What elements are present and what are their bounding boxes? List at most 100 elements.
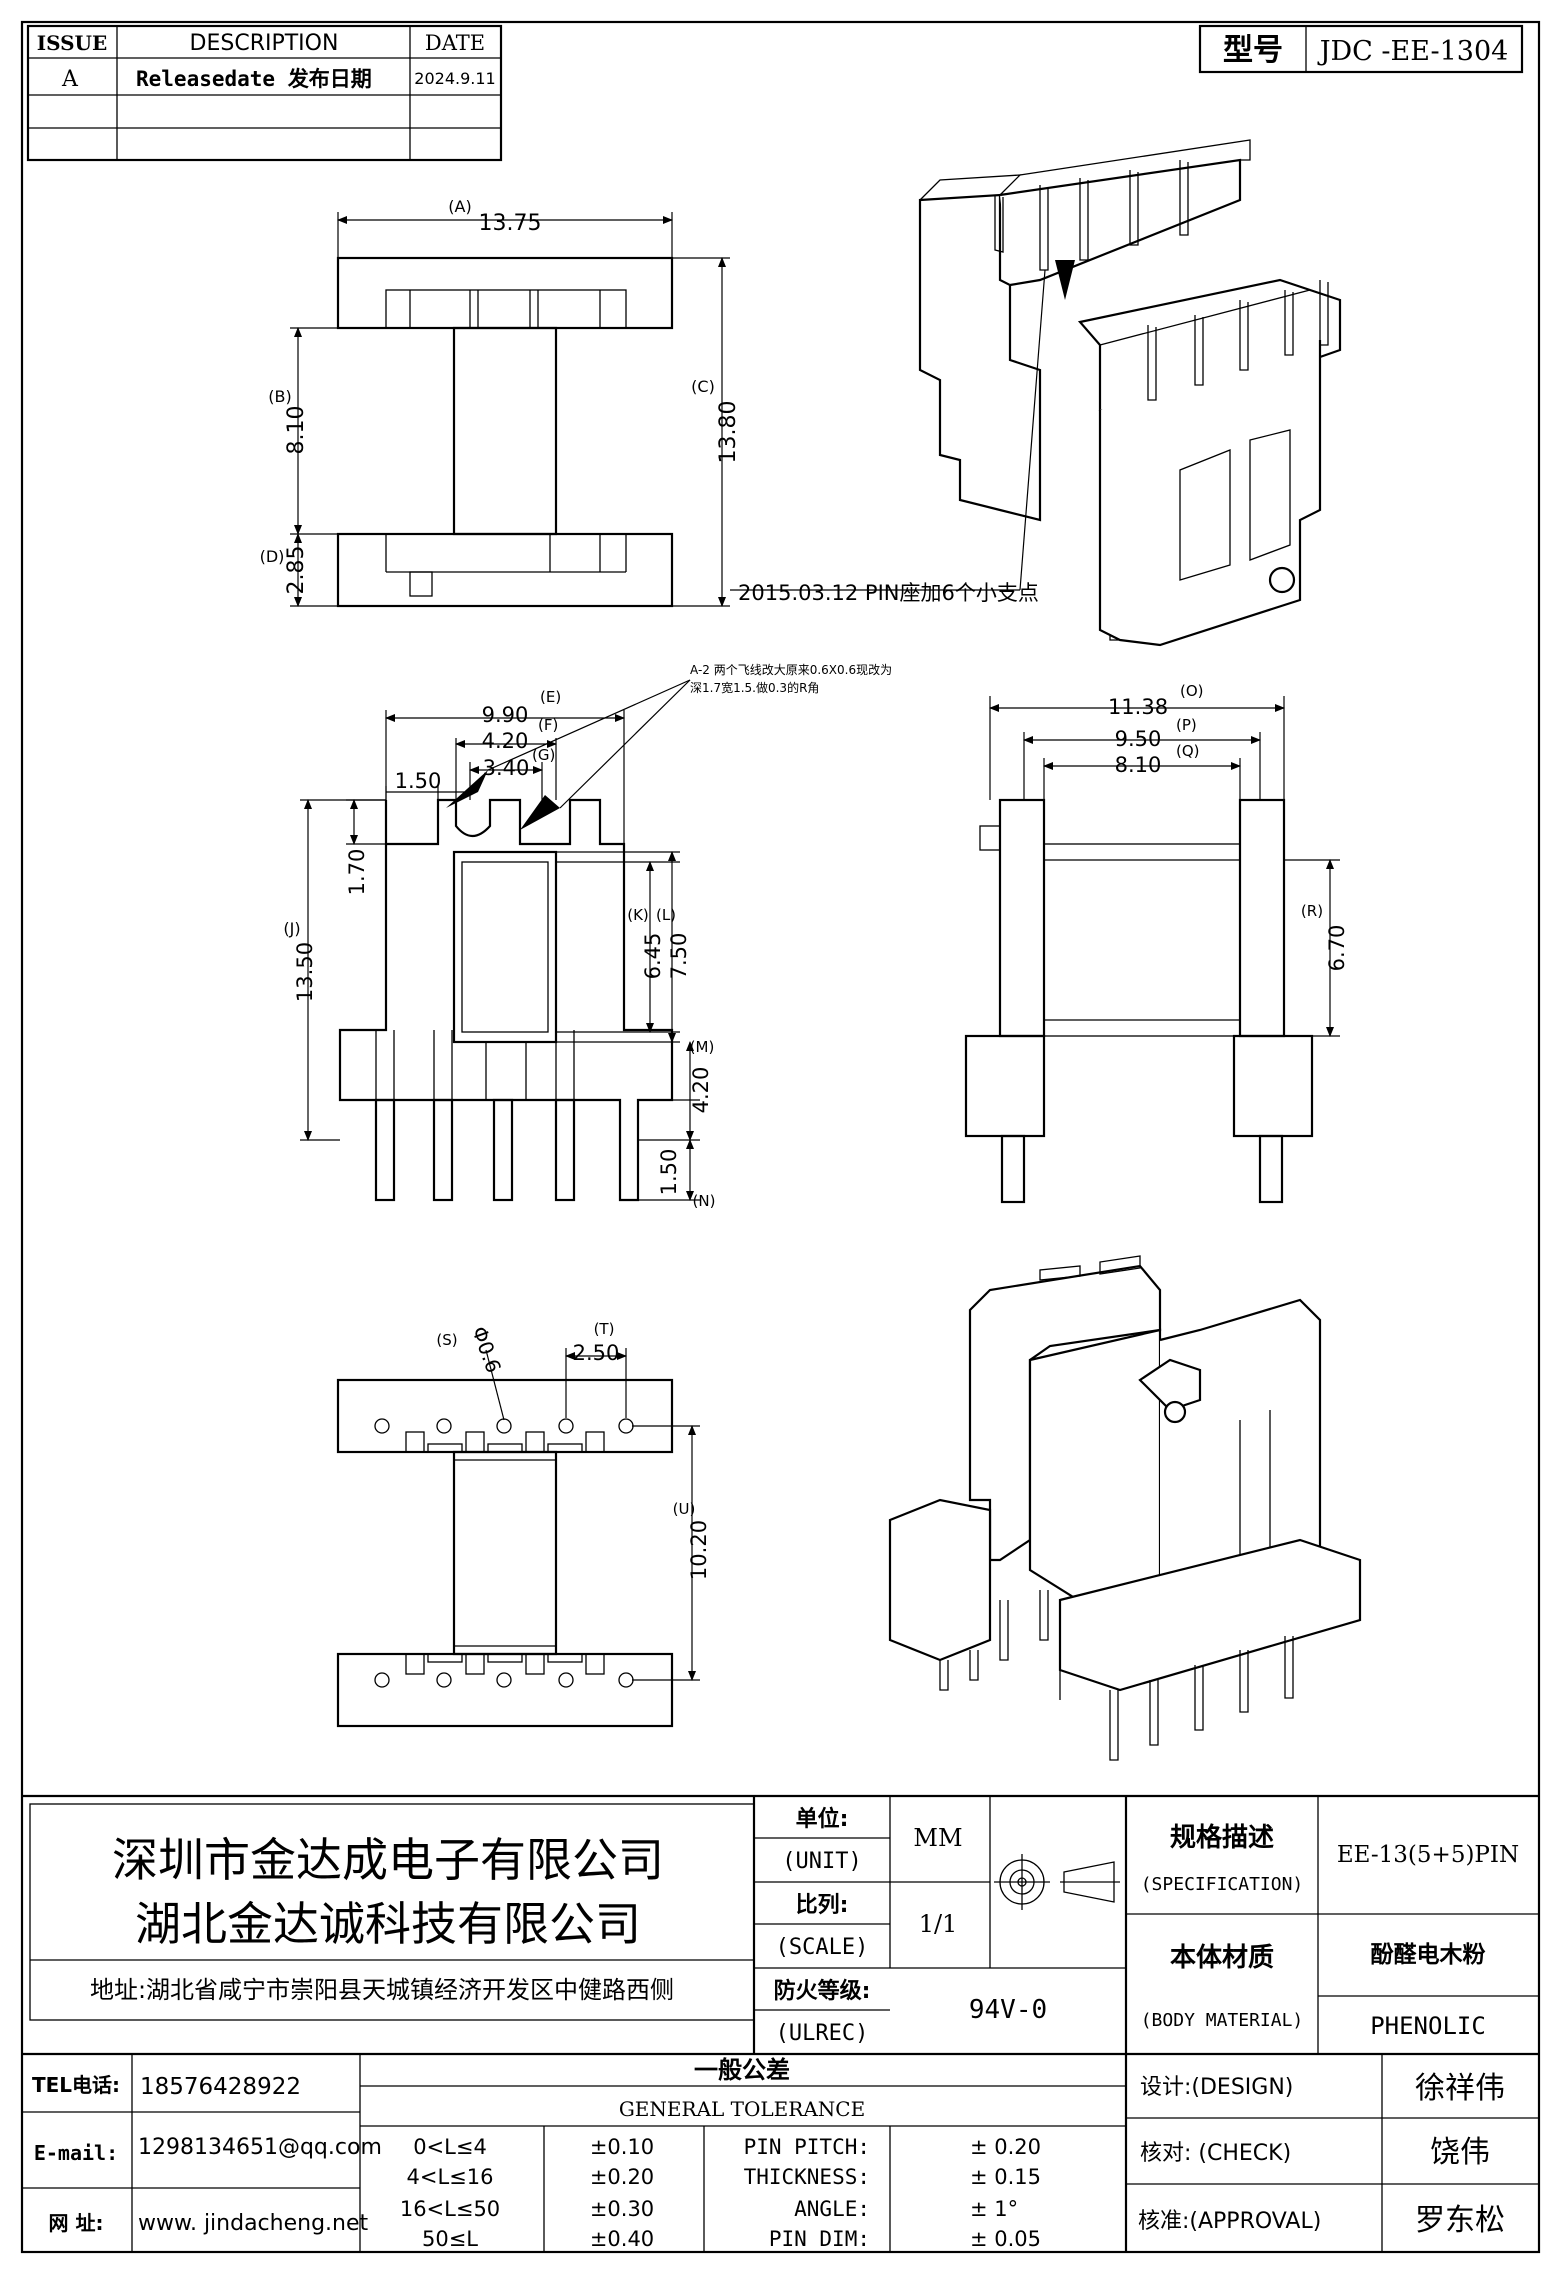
spec-value: EE-13(5+5)PIN [1337,1842,1519,1868]
front-view: A-2 两个飞线改大原来0.6X0.6现改为 深1.7宽1.5.做0.3的R角 … [283,663,892,1210]
pin-item-4: PIN DIM: [769,2227,870,2251]
dim-m-value: 4.20 [689,1067,713,1114]
rev-header-issue: ISSUE [37,31,108,55]
rev-description-a: Releasedate 发布日期 [136,67,372,91]
dim-k-label: (K) [627,906,649,924]
range-row-1: 0<L≤4 [413,2135,487,2159]
material-label-cn: 本体材质 [1170,1943,1274,1973]
dim-g-value: 3.40 [483,756,530,780]
ul-value: 94V-0 [969,1995,1047,2025]
front-note-line2: 深1.7宽1.5.做0.3的R角 [690,680,819,695]
pin-val-3: ± 1° [970,2197,1018,2221]
tol-row-2: ±0.20 [590,2165,654,2189]
dim-d-label: (D) [260,547,285,566]
design-label: 设计:(DESIGN) [1140,2075,1293,2100]
isometric-view-top: 2015.03.12 PIN座加6个小支点 [730,139,1342,647]
tel-label: TEL电话: [32,2073,120,2097]
rev-issue-a: A [61,67,79,92]
dim-u-value: 10.20 [687,1520,711,1580]
unit-label-en: (UNIT) [782,1849,861,1874]
dim-q-value: 8.10 [1115,753,1162,777]
dim-f-label: (F) [538,716,558,734]
dim-n-value: 1.50 [657,1149,681,1196]
tol-row-3: ±0.30 [590,2197,654,2221]
side-view: 11.38 (O) 9.50 (P) 8.10 (Q) (R) 6.70 [964,682,1349,1204]
dim-l-label: (L) [656,906,676,924]
dim-o-value: 11.38 [1108,695,1168,719]
rev-date-a: 2024.9.11 [414,69,495,88]
unit-value: MM [913,1824,962,1852]
isometric-view-bottom [888,1255,1362,1761]
top-view: (A) 13.75 (B) 8.10 (D) 2.85 (C) 13.80 [260,197,741,608]
dim-r-value: 6.70 [1325,925,1349,972]
web-label: 网 址: [49,2211,104,2235]
model-label: 型号 [1223,33,1283,68]
ul-label-en: (ULREC) [776,2021,869,2046]
dim-b-value: 8.10 [284,406,309,455]
pin-val-2: ± 0.15 [970,2165,1041,2189]
dim-j-label: (J) [283,919,300,938]
dim-j-value: 13.50 [293,942,317,1002]
dim-p-value: 9.50 [1115,727,1162,751]
tolerance-title-cn: 一般公差 [694,2056,790,2084]
bottom-view: (S) Φ0.6 2.50 (T) (U) 10.20 [336,1320,711,1728]
pin-val-4: ± 0.05 [970,2227,1041,2251]
scale-label-cn: 比列: [796,1893,849,1918]
dim-n-label: (N) [693,1192,716,1210]
tel-value: 18576428922 [140,2074,301,2100]
email-value: 1298134651@qq.com [138,2135,382,2160]
revision-table: ISSUE DESCRIPTION DATE A Releasedate 发布日… [26,24,503,162]
dim-c-label: (C) [691,377,715,396]
approval-label: 核准:(APPROVAL) [1138,2209,1321,2234]
rev-header-description: DESCRIPTION [190,31,339,56]
dim-s-value: Φ0.6 [467,1323,506,1376]
check-name: 饶伟 [1430,2135,1490,2170]
design-name: 徐祥伟 [1415,2071,1505,2106]
model-box: 型号 JDC -EE-1304 [1198,24,1524,74]
tol-row-4: ±0.40 [590,2227,654,2251]
dim-e-value: 9.90 [482,703,529,727]
dim-l-value: 7.50 [667,933,691,980]
dim-e-label: (E) [540,688,561,706]
dim-u-label: (U) [673,1500,696,1518]
material-value-cn: 酚醛电木粉 [1371,1942,1486,1968]
material-label-en: (BODY MATERIAL) [1141,2010,1304,2031]
dim-k-value: 6.45 [641,933,665,980]
dim-s-label: (S) [436,1331,457,1349]
tolerance-title-en: GENERAL TOLERANCE [619,2097,865,2121]
material-value-en: PHENOLIC [1370,2012,1486,2040]
dim-a-label: (A) [448,197,471,216]
dim-q-label: (Q) [1176,742,1200,760]
dim-m-label: (M) [690,1038,715,1056]
scale-value: 1/1 [919,1910,958,1938]
top-view-note: 2015.03.12 PIN座加6个小支点 [738,581,1039,605]
company-address: 地址:湖北省咸宁市崇阳县天城镇经济开发区中健路西侧 [90,1976,674,2004]
web-value: www. jindacheng.net [138,2211,369,2236]
dim-r-label: (R) [1301,902,1323,920]
dim-150-top: 1.50 [395,769,442,793]
dim-f-value: 4.20 [482,729,529,753]
spec-label-en: (SPECIFICATION) [1141,1874,1304,1895]
dim-170: 1.70 [345,849,369,896]
ul-label-cn: 防火等级: [774,1978,871,2004]
projection-symbol-icon [994,1854,1120,1910]
unit-label-cn: 单位: [796,1806,849,1832]
spec-label-cn: 规格描述 [1170,1822,1274,1853]
dim-c-value: 13.80 [716,401,741,464]
approval-name: 罗东松 [1415,2203,1505,2238]
range-row-3: 16<L≤50 [400,2197,500,2221]
tol-row-1: ±0.10 [590,2135,654,2159]
company-name-1: 深圳市金达成电子有限公司 [112,1833,664,1887]
range-row-2: 4<L≤16 [407,2165,494,2189]
rev-header-date: DATE [425,31,485,55]
sheet-border [20,20,1541,2254]
check-label: 核对: (CHECK) [1140,2141,1291,2166]
pin-item-2: THICKNESS: [744,2165,870,2189]
email-label: E-mail: [34,2141,118,2165]
scale-label-en: (SCALE) [776,1935,869,1960]
range-row-4: 50≤L [422,2227,478,2251]
title-block: 深圳市金达成电子有限公司 湖北金达诚科技有限公司 地址:湖北省咸宁市崇阳县天城镇… [22,1794,1539,2252]
dim-t-value: 2.50 [573,1341,620,1365]
